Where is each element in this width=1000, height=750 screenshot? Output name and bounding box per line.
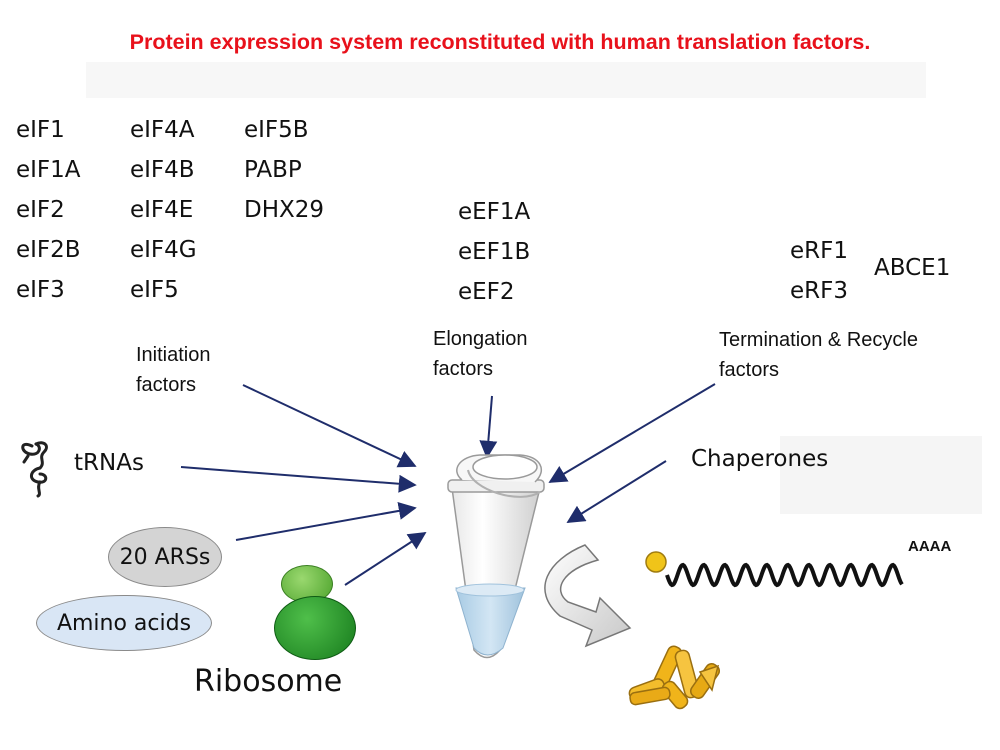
initiation-arrow xyxy=(242,384,417,468)
factor-label: PABP xyxy=(244,157,302,183)
chaperone-arrow xyxy=(566,460,667,523)
factor-label: eIF1 xyxy=(16,117,65,143)
factor-label: eIF3 xyxy=(16,277,65,303)
initiation-factor-list-3: eIF5B PABP DHX29 xyxy=(244,110,324,230)
factor-label: DHX29 xyxy=(244,197,325,223)
ribosome-label: Ribosome xyxy=(194,664,343,699)
ribosome-large-subunit xyxy=(274,596,356,660)
amino-acids-label: Amino acids xyxy=(56,610,192,636)
ars-label: 20 ARSs xyxy=(119,544,211,570)
caption-line: factors xyxy=(433,358,494,380)
trnas-label: tRNAs xyxy=(74,450,144,476)
ars-arrow xyxy=(235,501,417,541)
tube-icon xyxy=(447,454,545,659)
factor-label: eEF2 xyxy=(458,279,515,305)
factor-label: eIF5 xyxy=(130,277,179,303)
termination-factor-list: eRF1 eRF3 xyxy=(790,231,848,311)
initiation-caption: Initiation factors xyxy=(136,340,211,400)
trna-arrow xyxy=(180,466,417,493)
curved-arrow-icon xyxy=(544,544,632,648)
termination-caption: Termination & Recycle factors xyxy=(719,325,918,385)
title-shadow-band xyxy=(86,62,926,98)
factor-label: eEF1A xyxy=(458,199,531,225)
amino-acids-ellipse: Amino acids xyxy=(36,595,212,651)
initiation-factor-list-2: eIF4A eIF4B eIF4E eIF4G eIF5 xyxy=(130,110,197,310)
chaperones-label: Chaperones xyxy=(691,446,829,472)
elongation-caption: Elongation factors xyxy=(433,324,528,384)
diagram-title: Protein expression system reconstituted … xyxy=(129,30,871,54)
factor-label: eEF1B xyxy=(458,239,531,265)
abce1-label: ABCE1 xyxy=(874,255,951,281)
factor-label: eIF2B xyxy=(16,237,81,263)
polya-label: AAAA xyxy=(908,538,952,555)
factor-label: eIF4A xyxy=(130,117,195,143)
factor-label: eRF3 xyxy=(790,278,848,304)
factor-label: eIF2 xyxy=(16,197,65,223)
mrna-icon xyxy=(645,551,904,588)
factor-label: eIF4E xyxy=(130,197,194,223)
factor-label: eIF5B xyxy=(244,117,309,143)
caption-line: Initiation xyxy=(136,344,211,366)
termination-arrow xyxy=(548,383,716,483)
ribosome-arrow xyxy=(344,532,427,586)
elongation-arrow xyxy=(479,395,498,459)
caption-line: factors xyxy=(136,374,197,396)
chaperones-band xyxy=(780,436,982,514)
initiation-factor-list-1: eIF1 eIF1A eIF2 eIF2B eIF3 xyxy=(16,110,81,310)
caption-line: Elongation xyxy=(433,328,528,350)
caption-line: factors xyxy=(719,359,780,381)
factor-label: eRF1 xyxy=(790,238,848,264)
factor-label: eIF4G xyxy=(130,237,197,263)
protein-icon xyxy=(628,645,721,710)
trna-icon xyxy=(21,441,48,498)
factor-label: eIF4B xyxy=(130,157,195,183)
elongation-factor-list: eEF1A eEF1B eEF2 xyxy=(458,192,530,312)
factor-label: eIF1A xyxy=(16,157,81,183)
ars-ellipse: 20 ARSs xyxy=(108,527,222,587)
caption-line: Termination & Recycle xyxy=(719,329,918,351)
